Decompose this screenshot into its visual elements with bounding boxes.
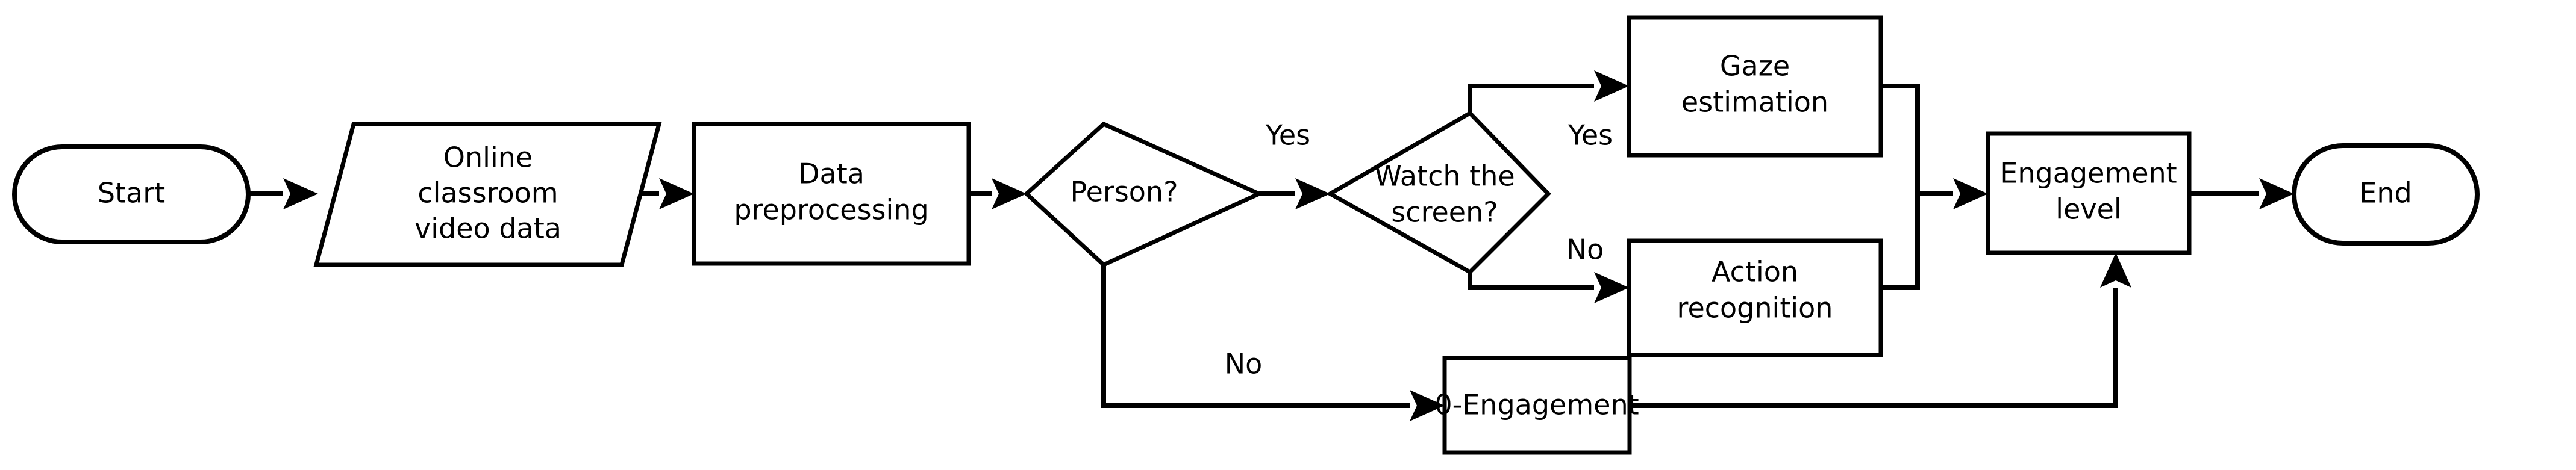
node-zero-engagement[interactable]: 0-Engagement bbox=[1434, 356, 1639, 455]
edge-preprocessing-to-person bbox=[969, 178, 1027, 209]
node-start[interactable]: Start bbox=[12, 144, 251, 244]
node-action-recognition[interactable]: Action recognition bbox=[1627, 238, 1883, 357]
edge-label-watch-yes: Yes bbox=[1568, 119, 1613, 152]
video-data-shape[interactable] bbox=[313, 122, 662, 267]
edge-merge-to-engagement bbox=[1918, 178, 1988, 209]
action-recognition-label-line2: recognition bbox=[1677, 292, 1833, 324]
video-data-label-line3: video data bbox=[414, 212, 561, 245]
end-shape[interactable] bbox=[2292, 143, 2480, 246]
video-data-label-line2: classroom bbox=[417, 177, 558, 209]
node-watch-decision[interactable]: Watch the screen? bbox=[1325, 110, 1551, 275]
edge-watch-no-to-action bbox=[1468, 272, 1629, 303]
start-shape[interactable] bbox=[12, 144, 251, 244]
preprocessing-label-line2: preprocessing bbox=[734, 194, 928, 226]
edge-gaze-to-engagement bbox=[1881, 84, 1920, 194]
edge-engagement-to-end bbox=[2189, 178, 2294, 209]
action-recognition-shape[interactable] bbox=[1627, 238, 1883, 357]
engagement-level-label-line1: Engagement bbox=[2000, 157, 2177, 190]
engagement-level-label-line2: level bbox=[2055, 193, 2121, 226]
edge-zero-engagement-to-engagement bbox=[1630, 253, 2131, 408]
preprocessing-label-line1: Data bbox=[798, 158, 864, 190]
edge-label-person-yes: Yes bbox=[1265, 119, 1310, 152]
end-label: End bbox=[2359, 177, 2412, 209]
edge-label-watch-no: No bbox=[1566, 233, 1604, 266]
node-end[interactable]: End bbox=[2292, 143, 2480, 246]
preprocessing-shape[interactable] bbox=[692, 122, 971, 266]
edge-watch-yes-to-gaze bbox=[1468, 70, 1629, 113]
zero-engagement-shape[interactable] bbox=[1442, 356, 1632, 455]
watch-decision-label-line1: Watch the bbox=[1374, 160, 1515, 193]
edge-person-yes-to-watch bbox=[1259, 178, 1330, 209]
person-decision-shape[interactable] bbox=[1023, 121, 1265, 268]
action-recognition-label-line1: Action bbox=[1712, 256, 1798, 288]
edge-start-to-video-data bbox=[248, 178, 318, 209]
zero-engagement-label: 0-Engagement bbox=[1434, 389, 1639, 421]
node-person-decision[interactable]: Person? bbox=[1023, 121, 1265, 268]
node-engagement-level[interactable]: Engagement level bbox=[1986, 131, 2192, 255]
video-data-label-line1: Online bbox=[443, 141, 533, 174]
gaze-estimation-label-line1: Gaze bbox=[1720, 50, 1790, 82]
gaze-estimation-shape[interactable] bbox=[1627, 15, 1883, 158]
gaze-estimation-label-line2: estimation bbox=[1681, 86, 1828, 119]
edge-person-no-to-zero-engagement bbox=[1101, 265, 1445, 421]
start-label: Start bbox=[98, 177, 165, 209]
watch-decision-shape[interactable] bbox=[1325, 110, 1551, 275]
engagement-level-shape[interactable] bbox=[1986, 131, 2192, 255]
node-gaze-estimation[interactable]: Gaze estimation bbox=[1627, 15, 1883, 158]
edge-action-to-engagement bbox=[1881, 194, 1920, 290]
node-preprocessing[interactable]: Data preprocessing bbox=[692, 122, 971, 266]
person-decision-label: Person? bbox=[1071, 176, 1178, 208]
watch-decision-label-line2: screen? bbox=[1391, 196, 1498, 229]
edge-label-person-no: No bbox=[1225, 348, 1263, 380]
node-video-data[interactable]: Online classroom video data bbox=[313, 122, 662, 267]
